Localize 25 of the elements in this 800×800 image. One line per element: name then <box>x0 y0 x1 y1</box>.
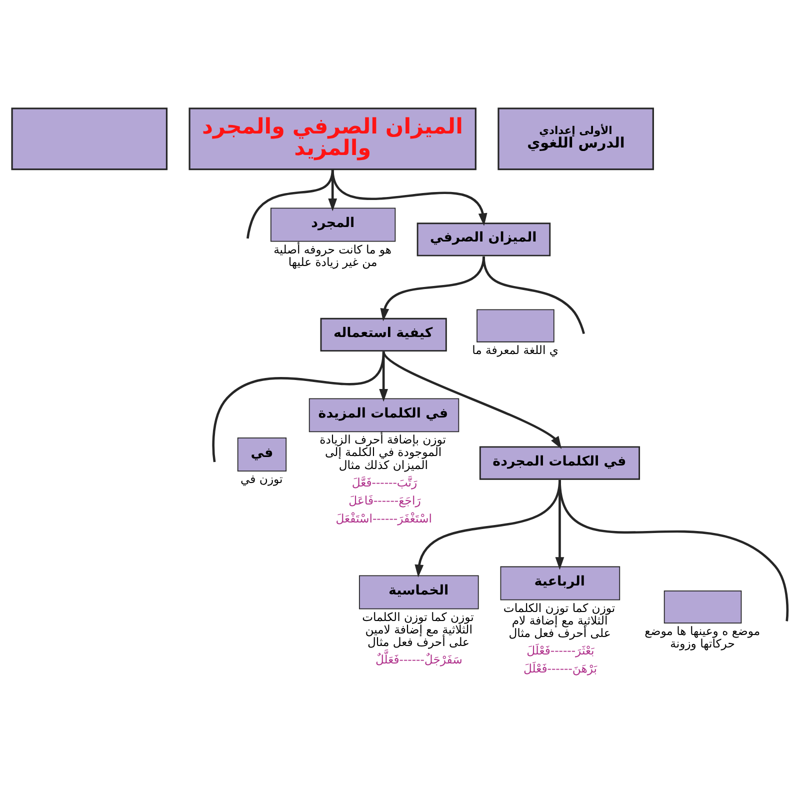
arrow <box>328 169 338 212</box>
node-label: موضع ه وعينها ها موضع حركاتها وزونة <box>644 624 760 651</box>
node-label: رَتَّبَ------فَعَّلَ <box>352 476 418 490</box>
arrow <box>382 351 562 450</box>
node-label: ي اللغة لمعرفة ما <box>472 342 558 357</box>
connector <box>212 352 385 462</box>
connector <box>558 480 789 622</box>
node-label: توزن في <box>240 472 283 486</box>
node-label: رَاجَعَ------فَاعَلَ <box>348 494 421 508</box>
node-label: توزن بإضافة أحرف الزيادة الموجودة في الكلمة إلى الميزان كذلك مثال <box>320 432 446 472</box>
arrow <box>331 169 488 226</box>
node-label: هو ما كانت حروفه أصلية من غير زيادة عليها <box>274 242 392 269</box>
node-label: بَعْثَرَ------فَعْلَلَ <box>526 644 594 658</box>
node-box: الأولى إعدادي الدرس اللغوي <box>498 108 654 170</box>
node-box: كيفية استعماله <box>320 318 447 352</box>
node-label: توزن كما توزن الكلمات الثلاثية مع إضافة لامين على أحرف فعل مثال <box>362 610 474 649</box>
connector <box>246 169 334 239</box>
node-box: في الكلمات المجردة <box>479 446 640 480</box>
node-box: الميزان الصرفي والمجرد والمزيد <box>188 108 476 170</box>
node-label: بَرْهَنَ------فَعْلَلَ <box>524 662 598 676</box>
node-label: توزن كما توزن الكلمات الثلاثية مع إضافة لام على أحرف فعل مثال <box>503 600 616 640</box>
connector <box>482 256 585 334</box>
node-box: الميزان الصرفي <box>416 222 551 256</box>
node-label: اسْتَغْفَرَ------اسْتَفْعَلَ <box>336 511 432 526</box>
node-banner <box>11 108 168 170</box>
